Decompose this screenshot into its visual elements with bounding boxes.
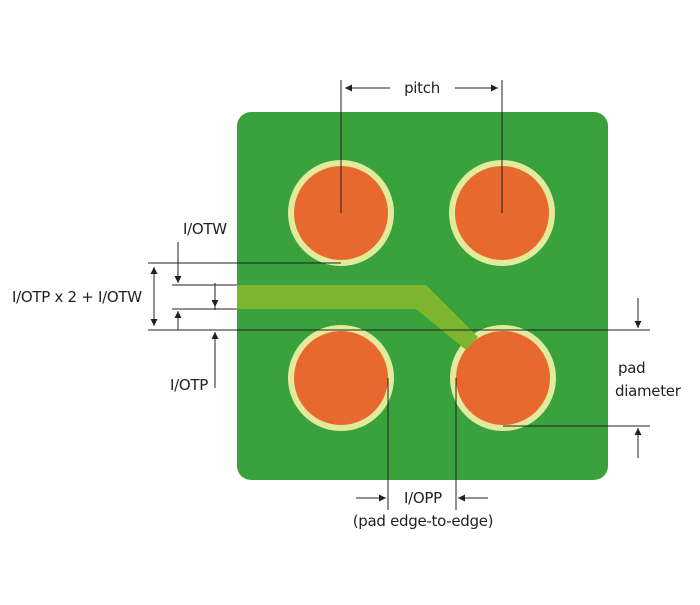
iopp-label-line1: I/OPP: [404, 489, 442, 507]
left-extension-lines: [148, 262, 478, 331]
iotw-label: I/OTW: [183, 220, 227, 238]
iopp-dimension: [356, 378, 488, 510]
pad-diameter-label-line2: diameter: [615, 382, 682, 400]
pad-bottom-left: [288, 325, 394, 431]
pad-diameter-label-line1: pad: [618, 359, 645, 377]
iotp-x2-iotw-label: I/OTP x 2 + I/OTW: [12, 288, 142, 306]
iotp-label: I/OTP: [170, 376, 208, 394]
pad-diameter-dimension: [478, 298, 650, 458]
pad-bottom-right: [450, 325, 556, 431]
iotw-dimension: [174, 242, 216, 310]
pitch-dimension: [340, 80, 503, 213]
pitch-label: pitch: [404, 79, 440, 97]
iotp-dimension: [174, 288, 219, 388]
trace: [237, 285, 478, 350]
iopp-label-line2: (pad edge-to-edge): [353, 512, 493, 530]
